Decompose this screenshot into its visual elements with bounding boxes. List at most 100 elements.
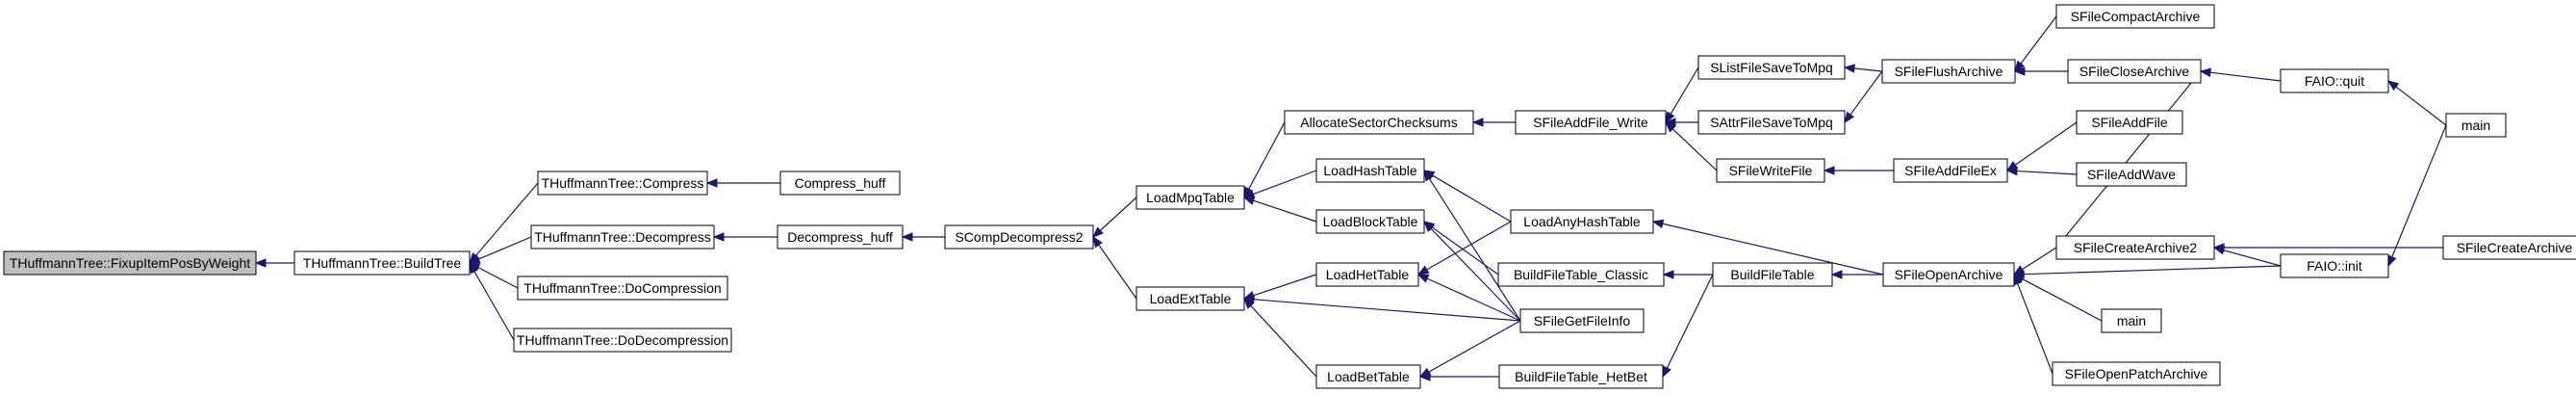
node-sfilegetfileinfo[interactable]: SFileGetFileInfo: [1519, 308, 1645, 333]
node-sfileopenarchive[interactable]: SFileOpenArchive: [1882, 262, 2015, 287]
node-buildfiletable-classic[interactable]: BuildFileTable_Classic: [1497, 262, 1665, 287]
node-main1[interactable]: main: [2101, 308, 2162, 333]
node-box: [1315, 364, 1421, 389]
node-loadexttable[interactable]: LoadExtTable: [1135, 286, 1245, 311]
edge-dodecompression-to-buildtree: [469, 261, 515, 341]
node-box: [779, 171, 901, 196]
node-box: [1881, 59, 2016, 84]
node-sfileflusharchive[interactable]: SFileFlushArchive: [1881, 59, 2016, 84]
node-faio-quit[interactable]: FAIO::quit: [2280, 68, 2389, 93]
node-decompress[interactable]: THuffmannTree::Decompress: [530, 224, 715, 250]
node-label: BuildFileTable_HetBet: [1515, 369, 1647, 384]
node-faio-init[interactable]: FAIO::init: [2280, 253, 2389, 278]
edge-sfileflusharchive-to-slistfilesave: [1843, 64, 1883, 73]
node-buildfiletable-hetbet[interactable]: BuildFileTable_HetBet: [1498, 364, 1664, 389]
node-sfileaddwave[interactable]: SFileAddWave: [2076, 162, 2187, 187]
node-box: [2445, 113, 2507, 138]
node-label: FAIO::init: [2307, 258, 2362, 274]
edge-allocatesector-to-loadmpqtable: [1243, 121, 1286, 199]
edge-line: [1248, 121, 1286, 190]
arrowhead-icon: [1423, 169, 1434, 182]
edge-line: [475, 182, 539, 256]
arrowhead-icon: [1423, 221, 1435, 232]
node-label: main: [2117, 313, 2146, 328]
node-allocatesector[interactable]: AllocateSectorChecksums: [1284, 110, 1474, 135]
node-sfileaddfileex[interactable]: SFileAddFileEx: [1893, 158, 2008, 183]
node-fixup[interactable]: THuffmannTree::FixupItemPosByWeight: [3, 250, 257, 276]
node-loadhettable[interactable]: LoadHetTable: [1315, 262, 1419, 287]
node-label: SFileCompactArchive: [2071, 9, 2201, 24]
node-loadhashtable[interactable]: LoadHashTable: [1315, 158, 1425, 183]
node-sfilewritefile[interactable]: SFileWriteFile: [1716, 158, 1825, 183]
node-sfilecompactarchive[interactable]: SFileCompactArchive: [2055, 4, 2215, 29]
arrowhead-icon: [1662, 270, 1674, 279]
edge-line: [473, 271, 515, 341]
node-box: [1497, 262, 1665, 287]
arrowhead-icon: [1830, 270, 1843, 279]
node-box: [517, 276, 728, 301]
node-slistfilesave[interactable]: SListFileSaveToMpq: [1697, 55, 1846, 80]
node-label: LoadMpqTable: [1146, 190, 1235, 205]
node-docompression[interactable]: THuffmannTree::DoCompression: [517, 276, 728, 301]
node-sfilecreatearchive2[interactable]: SFileCreateArchive2: [2055, 235, 2215, 260]
node-sfileaddfile[interactable]: SFileAddFile: [2076, 110, 2183, 135]
node-box: [2067, 59, 2202, 84]
node-label: THuffmannTree::DoDecompression: [517, 332, 728, 348]
edge-line: [1662, 223, 1884, 276]
node-box: [1135, 286, 1245, 311]
node-sfileaddfile-write[interactable]: SFileAddFile_Write: [1515, 110, 1667, 135]
edge-decompress-huff-to-decompress: [712, 232, 778, 242]
arrowhead-icon: [2005, 166, 2018, 176]
node-decompress-huff[interactable]: Decompress_huff: [777, 224, 904, 250]
node-label: SFileAddWave: [2087, 167, 2176, 182]
edge-sfilewritefile-to-sfileaddfile-write: [1665, 121, 1718, 171]
edge-faio-init-to-sfilecreatearchive2: [2212, 246, 2282, 267]
node-dodecompression[interactable]: THuffmannTree::DoDecompression: [513, 328, 732, 353]
edge-loadexttable-to-scompdecompress2: [1092, 235, 1137, 300]
edge-sfilegetfileinfo-to-loadexttable: [1242, 295, 1521, 322]
node-box: [2442, 235, 2576, 260]
node-sattrfilesave[interactable]: SAttrFileSaveToMpq: [1697, 110, 1846, 135]
node-box: [2101, 308, 2162, 333]
node-box: [1712, 262, 1833, 287]
node-box: [2055, 4, 2215, 29]
node-buildtree[interactable]: THuffmannTree::BuildTree: [293, 250, 471, 276]
node-label: AllocateSectorChecksums: [1300, 115, 1457, 130]
node-loadmpqtable[interactable]: LoadMpqTable: [1135, 185, 1245, 210]
edge-sfileopenarchive-to-buildfiletable: [1830, 270, 1883, 279]
node-compress-huff[interactable]: Compress_huff: [779, 171, 901, 196]
node-scompdecompress2[interactable]: SCompDecompress2: [944, 224, 1094, 250]
node-sfileopenpatcharchive[interactable]: SFileOpenPatchArchive: [2052, 361, 2221, 386]
edge-line: [2223, 250, 2282, 267]
node-box: [2055, 235, 2215, 260]
node-compress[interactable]: THuffmannTree::Compress: [537, 171, 708, 196]
edge-line: [2395, 86, 2447, 126]
edge-line: [1426, 221, 1512, 271]
node-label: LoadBlockTable: [1323, 214, 1418, 229]
edge-main2-to-faio-quit: [2386, 80, 2447, 126]
node-sfilecreatearchive[interactable]: SFileCreateArchive: [2442, 235, 2576, 260]
node-label: LoadExtTable: [1150, 291, 1232, 306]
edge-decompress-to-buildtree: [468, 236, 532, 264]
arrowhead-icon: [254, 258, 267, 268]
arrowhead-icon: [1242, 295, 1255, 304]
node-box: [1697, 110, 1846, 135]
arrowhead-icon: [1843, 64, 1855, 73]
node-main2[interactable]: main: [2445, 113, 2507, 138]
edge-line: [1430, 227, 1521, 322]
edge-line: [1253, 170, 1317, 196]
arrowhead-icon: [1416, 265, 1430, 276]
arrowhead-icon: [2386, 80, 2400, 92]
node-loadbettable[interactable]: LoadBetTable: [1315, 364, 1421, 389]
node-loadanyhashtable[interactable]: LoadAnyHashTable: [1510, 209, 1654, 234]
edge-compress-to-buildtree: [469, 182, 539, 265]
node-sfileclosearchive[interactable]: SFileCloseArchive: [2067, 59, 2202, 84]
node-box: [2076, 162, 2187, 187]
edge-buildfiletable-hetbet-to-loadbettable: [1418, 372, 1499, 381]
arrowhead-icon: [468, 254, 481, 264]
edge-loadhettable-to-loadexttable: [1242, 274, 1317, 301]
node-buildfiletable[interactable]: BuildFileTable: [1712, 262, 1833, 287]
node-label: SFileAddFile_Write: [1533, 115, 1648, 130]
node-loadblocktable[interactable]: LoadBlockTable: [1315, 209, 1425, 234]
node-label: SFileCreateArchive: [2457, 240, 2573, 255]
